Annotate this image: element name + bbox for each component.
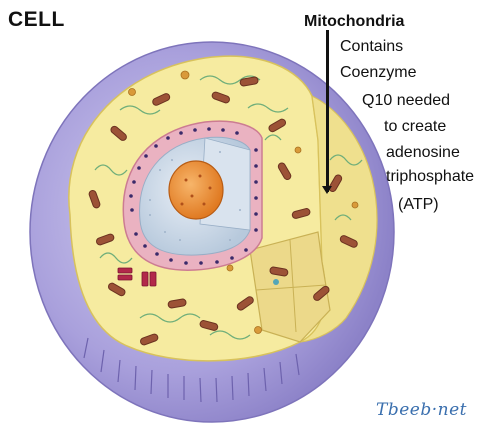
mitochondrion [277,162,292,181]
callout-title: Mitochondria [304,13,405,30]
membrane-cilia [83,337,300,403]
golgi-bodies [117,267,157,287]
callout-line: Coenzyme [340,64,417,81]
cytoplasm-lower-block [249,231,331,343]
callout-line: to create [384,118,447,135]
mitochondrion [328,174,343,193]
callout-line: Q10 needed [362,92,451,109]
mitochondrion [236,296,254,311]
mitochondrion [96,233,115,246]
mitochondrion [167,298,187,309]
mitochondrion [291,208,311,219]
nucleolus-speckle [180,174,212,206]
mitochondrion [152,93,171,106]
nuclear-pores [129,127,258,265]
mitochondrion [110,125,127,141]
mitochondrion [199,320,219,331]
callout-line: adenosine [386,144,460,161]
vesicles [128,70,359,334]
callout-leader-line [326,30,329,192]
mitochondrion [211,91,230,104]
chromatin [149,151,241,241]
vesicle-blue [273,279,279,285]
mitochondrion [239,76,259,87]
diagram-title: CELL [8,8,65,31]
callout-line: (ATP) [398,196,439,213]
mitochondrion [339,235,358,248]
watermark: Tbeeb·net [376,400,467,420]
nucleolus [168,160,224,220]
endoplasmic-reticulum [94,75,363,340]
mitochondrion [268,118,287,133]
mitochondria-group [88,76,358,346]
mitochondrion [140,333,159,346]
mitochondrion [269,266,289,277]
callout-line: triphosphate [386,168,475,185]
mitochondrion [313,285,330,301]
mitochondrion [88,190,101,209]
mitochondrion [107,282,126,297]
callout-line: Contains [340,38,404,55]
